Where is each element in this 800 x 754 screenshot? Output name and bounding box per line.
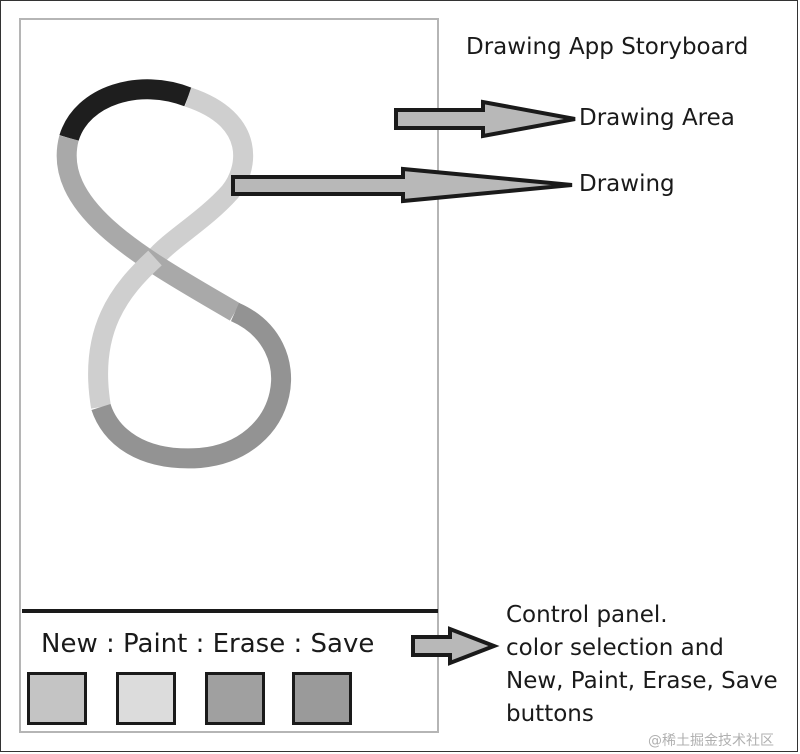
stroke-segment-light-bottom [88,250,162,409]
watermark: @稀土掘金技术社区 [648,733,774,749]
control-panel-desc-line-4: buttons [506,701,594,727]
stroke-segment-mid [56,135,241,321]
control-panel-buttons-text[interactable]: New : Paint : Erase : Save [41,629,375,659]
drawing-area-label: Drawing Area [579,105,735,131]
arrow-to-control-panel [411,626,500,666]
stroke-segment-dark [91,302,292,469]
drawing-label: Drawing [579,171,675,197]
stroke-segment-black [59,79,192,142]
diagram-title: Drawing App Storyboard [466,34,749,60]
color-swatch-1[interactable] [27,672,87,725]
arrow-to-drawing-area [394,99,576,139]
arrow-to-drawing [231,166,573,204]
color-swatch-3[interactable] [205,672,265,725]
color-swatch-2[interactable] [116,672,176,725]
control-panel-divider [22,609,438,613]
stroke-segment-light-top [147,87,254,265]
control-panel-desc-line-2: color selection and [506,635,724,661]
control-panel-desc-line-1: Control panel. [506,602,668,628]
control-panel-description: Control panel. color selection and New, … [506,599,778,731]
color-swatch-4[interactable] [292,672,352,725]
control-panel-desc-line-3: New, Paint, Erase, Save [506,668,778,694]
